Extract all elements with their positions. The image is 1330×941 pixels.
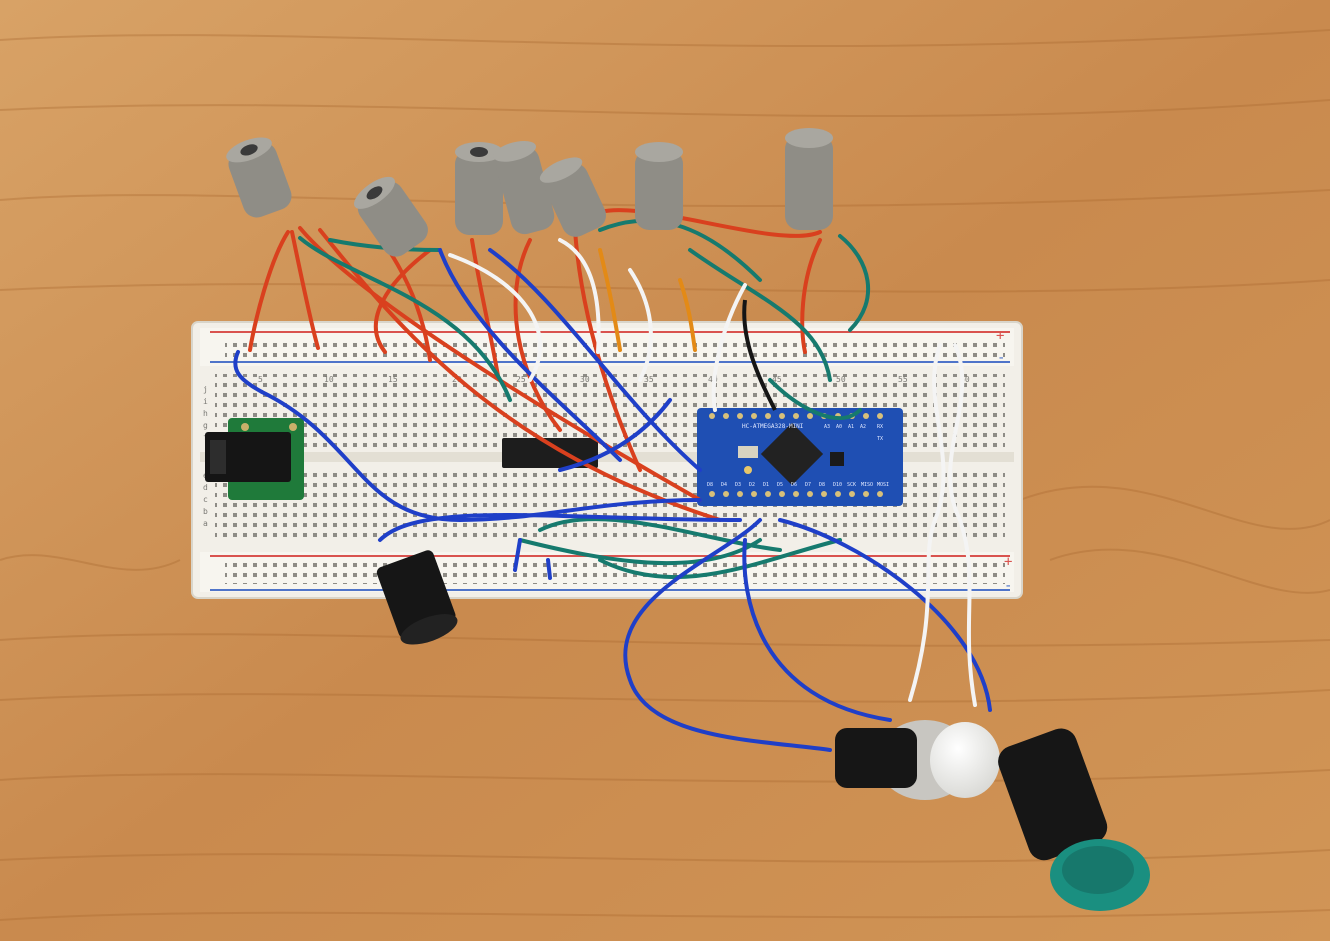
col-25: 25 xyxy=(516,375,526,384)
white-pushbutton xyxy=(835,720,1000,800)
row-j: j xyxy=(203,385,208,394)
col-10: 10 xyxy=(324,375,334,384)
pin-label-10: SCK xyxy=(847,482,856,488)
row-i: i xyxy=(203,397,208,406)
board-name: HC-ATMEGA328-MINI xyxy=(742,423,804,430)
pin-label-11: MISO xyxy=(861,482,873,488)
col-60: 60 xyxy=(960,375,970,384)
pin-label-7: D7 xyxy=(805,482,811,488)
wire-black xyxy=(742,299,777,411)
col-5: 5 xyxy=(258,375,263,384)
pin-label-2: D3 xyxy=(735,482,741,488)
pin-label-6: D6 xyxy=(791,482,797,488)
col-35: 35 xyxy=(644,375,654,384)
audio-jack-1 xyxy=(226,137,292,218)
pin-label-0: D8 xyxy=(707,482,713,488)
rail-plus-bottom: + xyxy=(1004,554,1012,570)
audio-jack-7 xyxy=(785,128,833,230)
pin-label-12: MOSI xyxy=(877,482,889,488)
col-55: 55 xyxy=(898,375,908,384)
microcontroller-board: HC-ATMEGA328-MINI RX TX A0 A1 A2 A3 D8 D… xyxy=(697,408,903,506)
ic-chip xyxy=(502,438,598,468)
pin-label-tx: TX xyxy=(877,436,883,442)
row-b: b xyxy=(203,507,208,516)
row-c: c xyxy=(203,495,208,504)
col-50: 50 xyxy=(836,375,846,384)
audio-jack-4 xyxy=(493,140,555,235)
pin-label-9: D10 xyxy=(833,482,842,488)
audio-jack-2 xyxy=(354,176,428,257)
audio-jack-6 xyxy=(635,142,683,230)
wires-green xyxy=(298,218,871,580)
rail-minus-top: - xyxy=(997,350,1005,366)
pin-label-4: D1 xyxy=(763,482,769,488)
row-a: a xyxy=(203,519,208,528)
col-30: 30 xyxy=(580,375,590,384)
rail-plus-top: + xyxy=(996,328,1004,344)
audio-jack-5 xyxy=(539,157,607,237)
rail-minus-bottom: - xyxy=(1004,578,1012,594)
audio-jack-3 xyxy=(455,142,503,235)
row-g: g xyxy=(203,421,208,430)
wires-orange xyxy=(598,248,697,352)
audio-jacks xyxy=(226,128,833,645)
pin-label-5: D5 xyxy=(777,482,783,488)
pin-label-1: D4 xyxy=(721,482,727,488)
row-d: d xyxy=(203,483,208,492)
wires-white xyxy=(448,238,977,707)
dc-barrel-jack xyxy=(205,418,304,500)
row-h: h xyxy=(203,409,208,418)
green-pushbutton xyxy=(998,728,1150,911)
pin-label-a0: A0 xyxy=(836,424,842,430)
pin-label-a3: A3 xyxy=(824,424,830,430)
pin-label-a1: A1 xyxy=(848,424,854,430)
pin-label-8: D8 xyxy=(819,482,825,488)
pin-label-rx: RX xyxy=(877,424,883,430)
pin-label-3: D2 xyxy=(749,482,755,488)
col-45: 45 xyxy=(772,375,782,384)
audio-jack-8 xyxy=(376,550,458,645)
pin-label-a2: A2 xyxy=(860,424,866,430)
col-15: 15 xyxy=(388,375,398,384)
wires-blue xyxy=(233,248,992,752)
